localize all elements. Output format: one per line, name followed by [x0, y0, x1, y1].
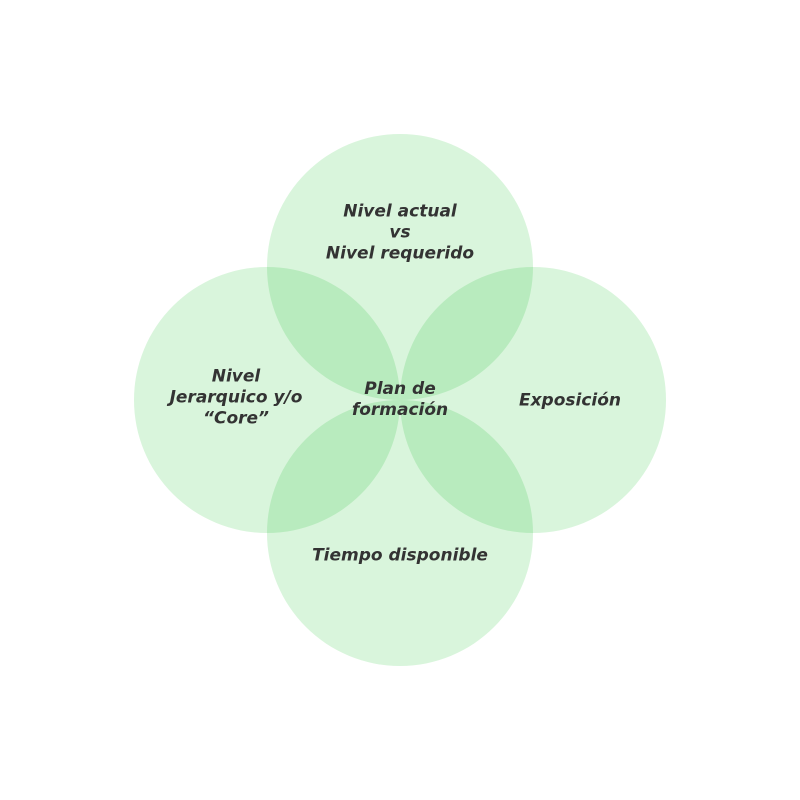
- label-bottom: Tiempo disponible: [312, 546, 488, 567]
- label-left-line: “Core”: [203, 408, 269, 429]
- circle-bottom: [267, 400, 533, 666]
- label-top-line: Nivel actual: [343, 201, 457, 222]
- label-center-line: formación: [351, 400, 449, 420]
- label-left-line: Nivel: [211, 366, 261, 387]
- label-center: Plan de formación: [352, 379, 448, 421]
- label-top-line: Nivel requerido: [325, 243, 475, 264]
- label-top: Nivel actual vs Nivel requerido: [326, 202, 474, 265]
- label-bottom-line: Tiempo disponible: [312, 545, 488, 566]
- label-left-line: Jerarquico y/o: [169, 387, 303, 408]
- label-top-line: vs: [389, 222, 411, 243]
- label-center-line: Plan de: [364, 379, 436, 399]
- label-right-line: Exposición: [518, 390, 622, 411]
- label-left: Nivel Jerarquico y/o “Core”: [170, 367, 303, 430]
- label-right: Exposición: [519, 391, 621, 412]
